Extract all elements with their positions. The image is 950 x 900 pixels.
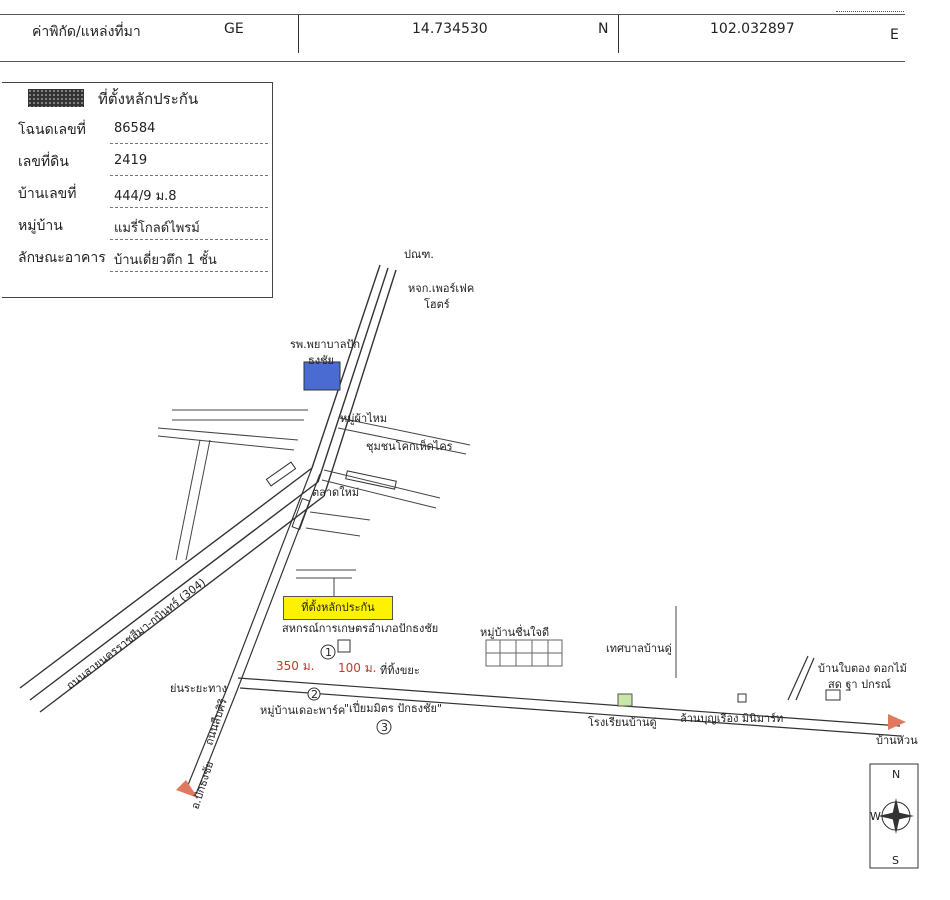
label-distance-100: 100 ม. <box>338 661 376 675</box>
latitude-dir: N <box>598 21 609 37</box>
row-underline <box>110 271 268 272</box>
label-flower-shop: บ้านใบตอง ดอกไม้ <box>818 662 907 675</box>
label-side-road: ถนนสืบศิริ <box>202 697 229 747</box>
label-village-cheewin: หมู่บ้านชื่นใจดี <box>480 624 549 639</box>
label-highway-304: ถนนสายนครราชสีมา-กบินทร์ (304) <box>64 576 208 693</box>
row-label-building: ลักษณะอาคาร <box>18 250 106 266</box>
row-label-village: หมู่บ้าน <box>18 218 63 234</box>
latitude-value: 14.734530 <box>412 21 488 37</box>
collateral-info-box: ที่ตั้งหลักประกัน โฉนดเลขที่ 86584 เลขที… <box>2 82 273 298</box>
label-municipal: เทศบาลบ้านดู่ <box>606 642 672 655</box>
row-value-land: 2419 <box>114 153 148 168</box>
hospital-icon <box>303 361 341 391</box>
arrow-east-icon <box>888 714 906 730</box>
longitude-value: 102.032897 <box>710 21 795 37</box>
label-community: ชุมชนโคกเห็ดไคร <box>366 439 453 453</box>
compass-south: S <box>892 854 899 867</box>
label-distance-350: 350 ม. <box>276 659 314 673</box>
collateral-callout: ที่ตั้งหลักประกัน <box>283 596 393 620</box>
label-bypass: ย่นระยะทาง <box>170 682 227 695</box>
divider <box>298 15 299 53</box>
marker-3-label: 3 <box>381 721 388 734</box>
label-piyamit: "เปี่ยมมิตร ปักธงชัย" <box>344 700 442 715</box>
label-to-pak-thong-chai: อ.ปักธงชัย <box>188 760 216 811</box>
label-minimart: ล้านบุญเรือง มินิมาร์ท <box>680 712 783 725</box>
coord-label: ค่าพิกัด/แหล่งที่มา <box>32 24 141 40</box>
row-underline <box>110 239 268 240</box>
arrow-south-icon <box>176 780 198 798</box>
compass-north: N <box>892 768 900 781</box>
row-underline <box>110 207 268 208</box>
marker-2-label: 2 <box>311 688 318 701</box>
compass-rose: N S W <box>869 763 919 869</box>
row-label-land: เลขที่ดิน <box>18 154 69 170</box>
coop-icon <box>337 639 351 653</box>
row-value-building: บ้านเดี่ยวตึก 1 ชั้น <box>114 253 217 268</box>
coordinate-table: ค่าพิกัด/แหล่งที่มา GE 14.734530 N 102.0… <box>0 11 905 62</box>
compass-west: W <box>870 810 881 823</box>
label-post-office: ปณฑ. <box>404 248 434 261</box>
label-garbage: ที่ทิ้งขยะ <box>380 662 420 677</box>
label-ban-huan: บ้านหัวน <box>876 734 918 747</box>
dotted-line <box>836 11 904 12</box>
marker-1: 1 <box>320 644 336 660</box>
minimart-icon <box>737 693 747 703</box>
east-road <box>237 655 901 737</box>
marker-1-label: 1 <box>325 646 332 659</box>
longitude-dir: E <box>890 27 899 43</box>
row-underline <box>110 143 268 144</box>
school-icon <box>617 693 633 707</box>
divider <box>618 15 619 53</box>
rail-markings <box>265 461 397 531</box>
label-hospital-2: ธงชัย <box>308 354 334 367</box>
label-school: โรงเรียนบ้านดู่ <box>588 715 657 729</box>
row-value-village: แมรี่โกลด์ไพรม์ <box>114 221 200 236</box>
label-the-park: หมู่บ้านเดอะพาร์ค <box>260 704 345 717</box>
marker-2: 2 <box>307 687 321 701</box>
row-value-deed: 86584 <box>114 121 156 136</box>
row-value-house: 444/9 ม.8 <box>114 189 177 204</box>
row-label-house: บ้านเลขที่ <box>18 186 77 202</box>
label-silk-shop: หมู่ผ้าไหม <box>340 412 387 425</box>
legend-swatch <box>28 89 84 107</box>
label-flower-shop-2: สด ฐา ปกรณ์ <box>828 678 891 691</box>
label-hospital: รพ.พยาบาลปัก <box>290 338 360 351</box>
coord-source: GE <box>224 21 244 37</box>
row-underline <box>110 175 268 176</box>
label-store-2: โฮตร์ <box>424 297 450 311</box>
highway-304 <box>19 264 397 713</box>
shop-icon <box>825 689 841 701</box>
marker-3: 3 <box>376 719 392 735</box>
label-store: หจก.เพอร์เฟค <box>408 282 474 295</box>
label-cooperative: สหกรณ์การเกษตรอำเภอปักธงชัย <box>282 622 438 635</box>
branch-roads <box>157 409 677 678</box>
village-grid <box>485 639 563 667</box>
row-label-deed: โฉนดเลขที่ <box>18 122 86 138</box>
legend-label: ที่ตั้งหลักประกัน <box>98 90 199 108</box>
label-market: ตลาดใหม่ <box>312 486 359 499</box>
